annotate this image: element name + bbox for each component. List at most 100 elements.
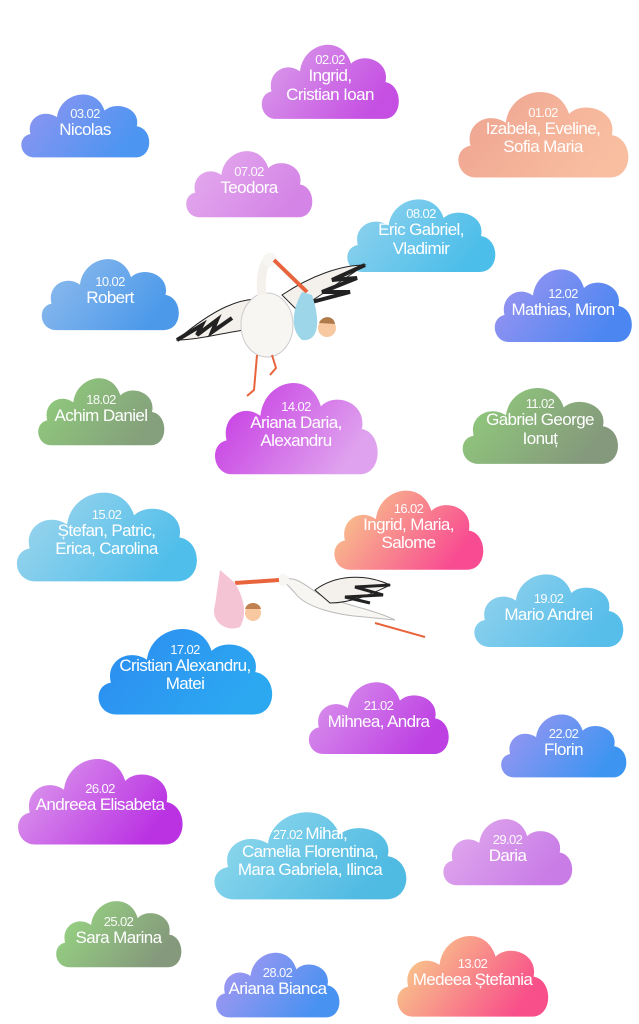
celebrant-names: Andreea Elisabeta	[35, 795, 165, 815]
cloud-shape	[216, 952, 340, 1018]
cloud-shape	[501, 714, 627, 778]
celebrant-names: Camelia Florentina,	[242, 842, 379, 862]
cloud-shape	[494, 269, 632, 342]
celebrant-names: Daria	[488, 846, 527, 866]
cloud-shape	[334, 490, 484, 570]
name-day-date: 03.02	[70, 106, 100, 122]
stork-illustration-top	[175, 253, 367, 397]
name-day-date: 07.02	[234, 164, 264, 180]
stork-illustration-bottom	[214, 570, 426, 638]
cloud-shape	[56, 901, 182, 968]
cloud-shape	[474, 574, 624, 647]
celebrant-names: Ariana Daria,	[250, 412, 342, 432]
celebrant-names: Matei	[165, 674, 205, 694]
cloud-shape	[347, 199, 496, 272]
cloud-shape	[261, 44, 399, 119]
cloud-shape	[458, 91, 629, 178]
celebrant-names: Teodora	[220, 178, 278, 198]
celebrant-names: Ingrid, Maria,	[363, 514, 454, 534]
name-day-date: 10.02	[95, 274, 125, 290]
name-day-date: 21.02	[363, 697, 394, 713]
celebrant-names: Mathias, Miron	[511, 299, 615, 319]
name-day-date: 15.02	[91, 506, 122, 522]
name-day-date: 18.02	[86, 391, 116, 407]
name-day-date: 25.02	[103, 914, 134, 930]
celebrant-names: Sara Marina	[75, 928, 163, 948]
cloud-shape	[186, 151, 313, 218]
celebrant-name-line: Mihai,	[305, 823, 348, 843]
celebrant-names: Gabriel George	[486, 410, 594, 430]
celebrant-names: Cristian Ioan	[286, 84, 374, 104]
cloud-shape	[98, 628, 273, 715]
name-day-date: 17.02	[170, 641, 200, 657]
cloud-shape	[41, 259, 179, 331]
name-day-date: 01.02	[528, 104, 558, 120]
celebrant-names: Mihnea, Andra	[327, 712, 430, 731]
celebrant-names: Medeea Ștefania	[412, 969, 533, 989]
celebrant-names: Nicolas	[59, 120, 111, 140]
celebrant-names: Ingrid,	[308, 66, 352, 86]
celebrant-names: Erica, Carolina	[55, 539, 158, 559]
celebrant-names: Cristian Alexandru,	[119, 655, 251, 675]
celebrant-names: Salome	[381, 532, 436, 552]
celebrant-names: Izabela, Eveline,	[485, 118, 601, 138]
cloud-shape	[16, 492, 197, 582]
cloud-shape	[38, 378, 165, 446]
cloud-shape	[443, 819, 573, 886]
cloud-shape	[18, 758, 183, 845]
name-day-date: 19.02	[533, 590, 564, 606]
name-day-date: 29.02	[492, 832, 523, 848]
name-day-date: 08.02	[406, 206, 436, 222]
cloud-shape	[308, 682, 449, 755]
name-day-date: 13.02	[457, 955, 488, 971]
celebrant-names: Ariana Bianca	[228, 979, 327, 999]
name-day-date: 14.02	[281, 398, 311, 414]
celebrant-names: Sofia Maria	[503, 137, 583, 157]
celebrant-names: Alexandru	[260, 430, 332, 450]
name-day-date: 12.02	[548, 285, 578, 301]
celebrant-names: Mario Andrei	[504, 604, 593, 624]
cloud-shape	[21, 94, 150, 158]
celebrant-names: Achim Daniel	[54, 405, 149, 425]
cloud-shape	[215, 383, 378, 475]
